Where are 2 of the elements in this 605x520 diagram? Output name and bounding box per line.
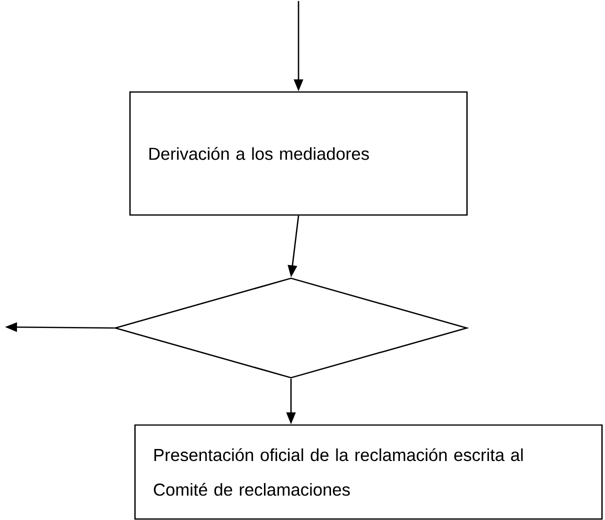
- process-box: Derivación a los mediadores: [129, 91, 468, 216]
- process-box: Presentación oficial de la reclamación escrita al Comité de reclamaciones: [134, 424, 603, 520]
